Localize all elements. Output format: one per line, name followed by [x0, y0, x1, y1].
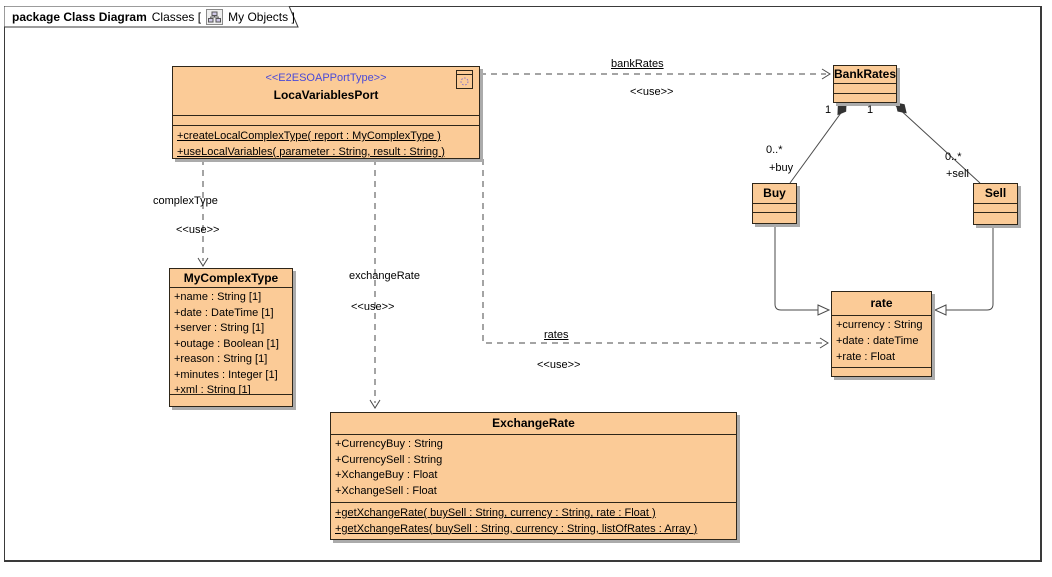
class-exchange-rate[interactable]: ExchangeRate +CurrencyBuy : String +Curr… — [330, 412, 737, 540]
multiplicity-bankrates-sell: 1 — [867, 104, 874, 116]
operation-row[interactable]: +getXchangeRates( buySell : String, curr… — [335, 522, 698, 535]
role-label-buy: +buy — [769, 162, 794, 174]
attribute-row[interactable]: +rate : Float — [836, 351, 896, 363]
attribute-row[interactable]: +reason : String [1] — [174, 353, 268, 365]
dependency-label-complextype: complexType — [153, 195, 218, 207]
class-name: rate — [870, 296, 893, 310]
attribute-row[interactable]: +xml : String [1] — [174, 384, 251, 394]
diagram-tree-icon — [206, 9, 224, 25]
attribute-row[interactable]: +minutes : Integer [1] — [174, 368, 278, 381]
dependency-stereotype: <<use>> — [537, 359, 581, 371]
attributes-compartment-empty — [753, 203, 796, 212]
operation-row[interactable]: +useLocalVariables( parameter : String, … — [177, 145, 445, 158]
multiplicity-sell: 0..* — [945, 151, 962, 163]
dependency-stereotype: <<use>> — [176, 224, 220, 236]
attribute-row[interactable]: +CurrencyBuy : String — [335, 438, 443, 450]
operation-row[interactable]: +getXchangeRate( buySell : String, curre… — [335, 507, 656, 519]
attribute-row[interactable]: +outage : Boolean [1] — [174, 337, 279, 350]
attributes-compartment: +name : String [1] +date : DateTime [1] … — [170, 287, 292, 394]
operations-compartment-empty — [170, 394, 292, 406]
frame-context: Classes [ — [151, 10, 202, 24]
attributes-compartment: +currency : String +date : dateTime +rat… — [832, 315, 931, 367]
frame-object-name: My Objects ] — [228, 10, 295, 24]
frame-tab[interactable]: package Class Diagram Classes [ My Objec… — [12, 9, 295, 25]
operations-compartment: +getXchangeRate( buySell : String, curre… — [331, 502, 736, 539]
class-name: LocaVariablesPort — [273, 88, 379, 102]
multiplicity-buy: 0..* — [766, 144, 783, 156]
class-name: Sell — [984, 186, 1007, 200]
attribute-row[interactable]: +currency : String — [836, 319, 923, 331]
diagram-frame — [4, 6, 1042, 562]
class-name: Buy — [763, 186, 786, 200]
class-name: MyComplexType — [183, 271, 279, 285]
class-name: BankRates — [834, 67, 896, 81]
attribute-row[interactable]: +name : String [1] — [174, 291, 262, 303]
frame-keyword: package Class Diagram — [12, 10, 147, 24]
dependency-label-exchangerate: exchangeRate — [349, 270, 420, 282]
class-my-complex-type[interactable]: MyComplexType +name : String [1] +date :… — [169, 268, 293, 407]
attribute-row[interactable]: +CurrencySell : String — [335, 453, 443, 466]
dependency-label-bankrates: bankRates — [611, 58, 664, 70]
class-stereotype: <<E2ESOAPPortType>> — [265, 72, 387, 84]
frame-tab-shape — [4, 6, 299, 28]
operations-compartment-empty — [974, 212, 1017, 224]
dependency-label-rates: rates — [544, 329, 569, 341]
dependency-stereotype: <<use>> — [630, 86, 674, 98]
operations-compartment-empty — [832, 367, 931, 376]
operations-compartment-empty — [753, 212, 796, 223]
class-sell[interactable]: Sell — [973, 183, 1018, 225]
class-rate[interactable]: rate +currency : String +date : dateTime… — [831, 291, 932, 377]
attributes-compartment-empty — [974, 203, 1017, 212]
class-loca-variables-port[interactable]: <<E2ESOAPPortType>> LocaVariablesPort +c… — [172, 66, 480, 159]
attributes-compartment-empty — [173, 115, 479, 125]
attributes-compartment: +CurrencyBuy : String +CurrencySell : St… — [331, 434, 736, 502]
attribute-row[interactable]: +XchangeBuy : Float — [335, 469, 438, 481]
multiplicity-bankrates-buy: 1 — [825, 104, 832, 116]
attribute-row[interactable]: +date : DateTime [1] — [174, 306, 274, 319]
role-label-sell: +sell — [946, 168, 969, 180]
attributes-compartment-empty — [834, 83, 896, 93]
operations-compartment: +createLocalComplexType( report : MyComp… — [173, 125, 479, 158]
class-bank-rates[interactable]: BankRates — [833, 65, 897, 103]
operations-compartment-empty — [834, 93, 896, 102]
operation-row[interactable]: +createLocalComplexType( report : MyComp… — [177, 130, 441, 142]
class-buy[interactable]: Buy — [752, 183, 797, 224]
class-name: ExchangeRate — [492, 416, 575, 430]
attribute-row[interactable]: +server : String [1] — [174, 322, 265, 334]
dependency-stereotype: <<use>> — [351, 301, 395, 313]
attribute-row[interactable]: +XchangeSell : Float — [335, 484, 437, 497]
attribute-row[interactable]: +date : dateTime — [836, 335, 919, 347]
port-type-icon — [456, 70, 473, 89]
